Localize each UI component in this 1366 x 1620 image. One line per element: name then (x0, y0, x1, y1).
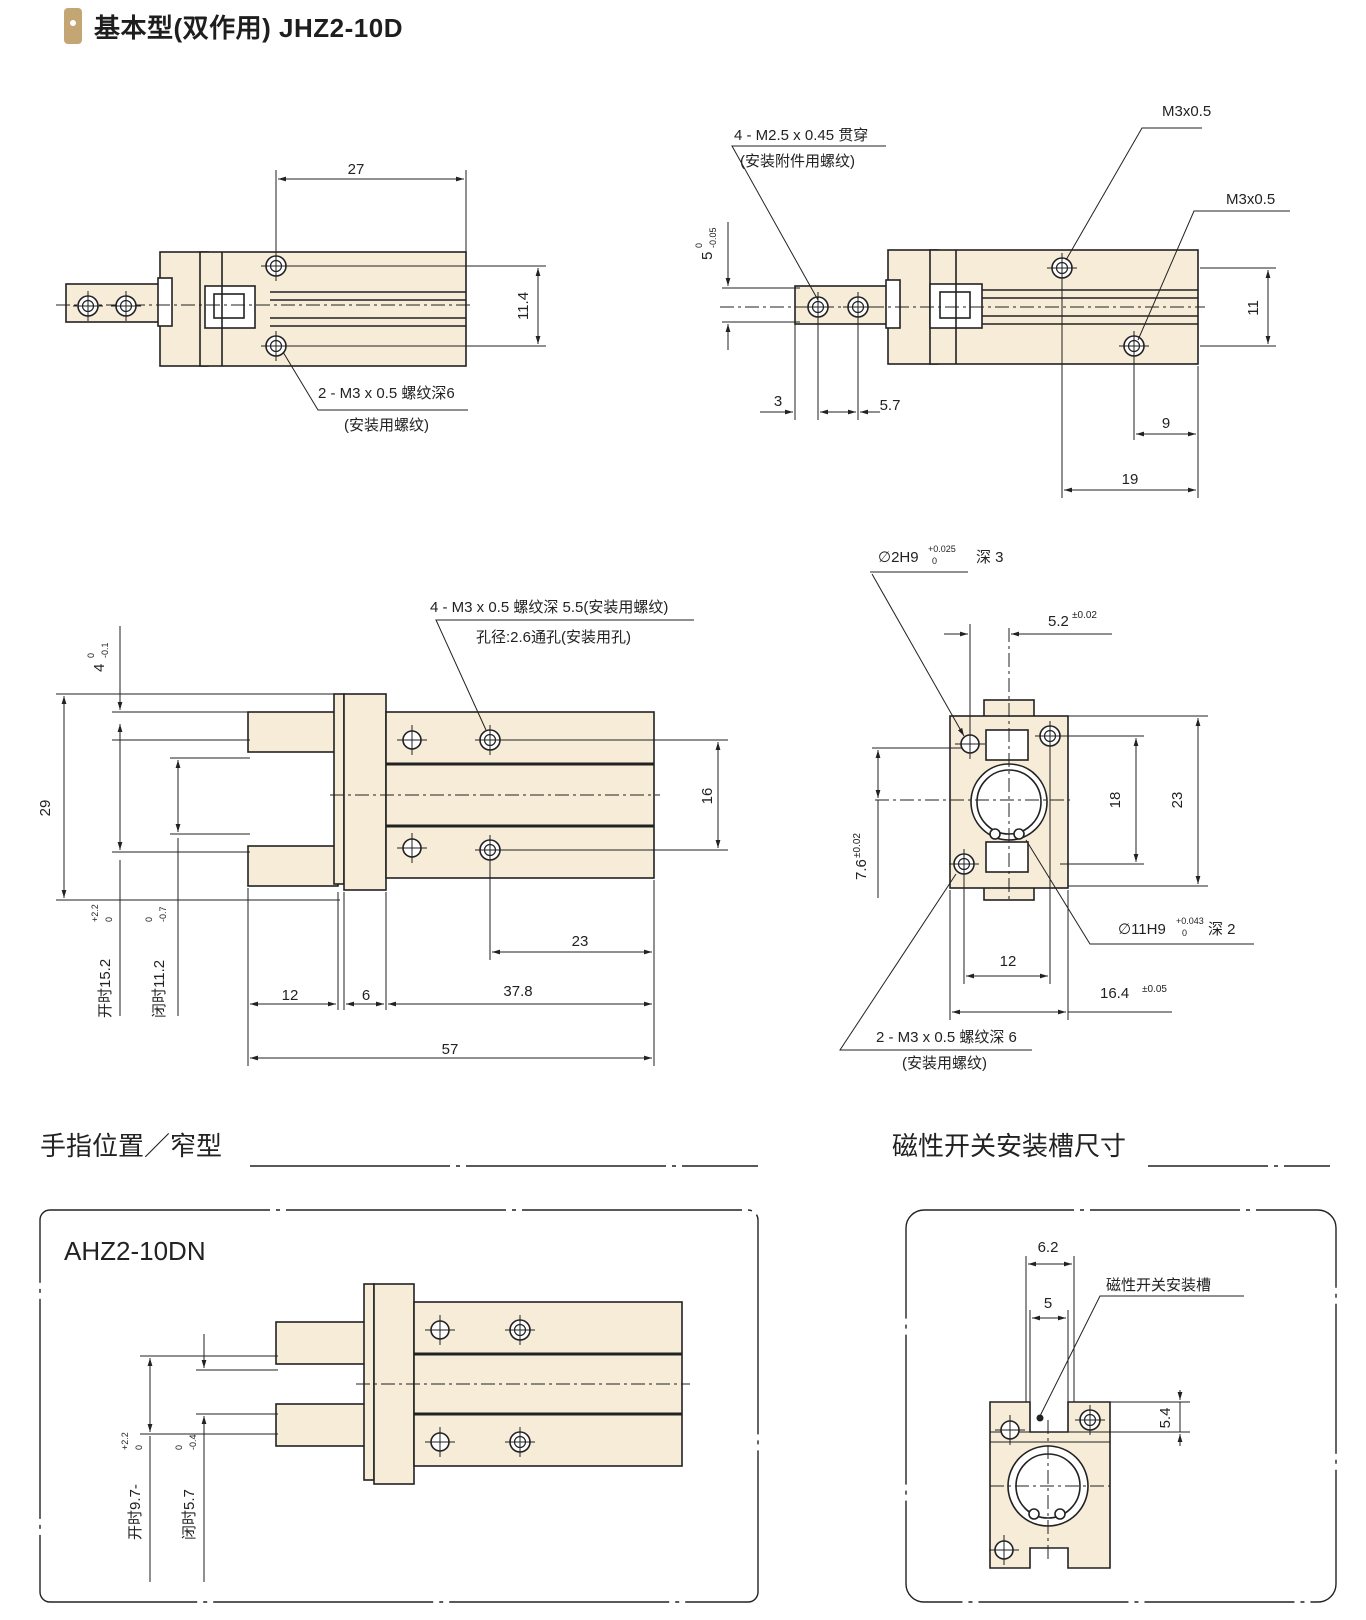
svg-text:深 2: 深 2 (1208, 921, 1236, 938)
attach-thread-note-line2: (安装附件用螺纹) (740, 153, 855, 170)
svg-text:±0.05: ±0.05 (1142, 984, 1167, 995)
page-title: 基本型(双作用) JHZ2-10D (94, 12, 403, 43)
dim-16-4: 16.4 ±0.05 (1100, 984, 1167, 1002)
svg-text:闭时11.2: 闭时11.2 (151, 960, 168, 1018)
dim-18: 18 (1107, 792, 1124, 809)
dim-11-4: 11.4 (515, 292, 532, 320)
svg-text:-0.4: -0.4 (188, 1434, 198, 1450)
m3-label-a: M3x0.5 (1162, 103, 1211, 120)
dim-57: 57 (442, 1041, 459, 1058)
open-stroke-label: 开时15.2 +2.2 0 (90, 904, 114, 1018)
svg-text:7.6: 7.6 (853, 859, 870, 880)
slot-dim-5: 5 (1044, 1295, 1052, 1312)
svg-text:-0.1: -0.1 (100, 642, 110, 658)
section-header: 基本型(双作用) JHZ2-10D (64, 6, 403, 46)
finger-closed-label: 闭时5.7 0 -0.4 (174, 1434, 198, 1540)
spring-stack (157, 277, 173, 327)
dim-5-2: 5.2 ±0.02 (1048, 610, 1097, 630)
svg-text:0: 0 (104, 917, 114, 922)
piston-block (204, 285, 256, 329)
dim-4-tol: 4 0 -0.1 (86, 642, 110, 672)
svg-text:16.4: 16.4 (1100, 985, 1129, 1002)
svg-text:±0.02: ±0.02 (1072, 610, 1097, 621)
svg-text:5.2: 5.2 (1048, 613, 1069, 630)
mount-note-line1: 4 - M3 x 0.5 螺纹深 5.5(安装用螺纹) (430, 599, 668, 616)
switch-slot-label: 磁性开关安装槽 (1106, 1277, 1211, 1294)
svg-text:+0.043: +0.043 (1176, 916, 1204, 926)
dim-12-side: 12 (1000, 953, 1017, 970)
svg-text:+2.2: +2.2 (120, 1432, 130, 1450)
dim-11: 11 (1245, 300, 1262, 316)
m3-label-b: M3x0.5 (1226, 191, 1275, 208)
svg-text:0: 0 (694, 243, 704, 248)
slot-dim-5-4: 5.4 (1157, 1408, 1174, 1429)
svg-text:0: 0 (174, 1445, 184, 1450)
thread-note-line1: 2 - M3 x 0.5 螺纹深6 (318, 385, 455, 402)
top-right-view (720, 249, 1205, 365)
middle-right-dims (839, 571, 1254, 1051)
svg-text:+0.025: +0.025 (928, 544, 956, 554)
top-right-dims (722, 127, 1290, 498)
svg-text:5: 5 (699, 252, 716, 260)
finger-open-label: 开时9.7- +2.2 0 (120, 1432, 144, 1540)
dim-27: 27 (348, 161, 365, 178)
dim-6: 6 (362, 987, 370, 1004)
dim-23-side: 23 (1169, 792, 1186, 809)
svg-text:深 3: 深 3 (976, 549, 1004, 566)
svg-text:-0.7: -0.7 (158, 906, 168, 922)
svg-text:0: 0 (1182, 928, 1187, 938)
middle-left-view (247, 693, 660, 891)
dim-37-8: 37.8 (503, 983, 532, 1000)
dim-3: 3 (774, 393, 782, 410)
dim-23: 23 (572, 933, 589, 950)
side-thread-note-line2: (安装用螺纹) (902, 1055, 987, 1072)
svg-text:闭时5.7: 闭时5.7 (181, 1489, 198, 1540)
svg-text:+2.2: +2.2 (90, 904, 100, 922)
dim-12: 12 (282, 987, 299, 1004)
svg-text:∅2H9: ∅2H9 (878, 549, 919, 566)
mount-note-line2: 孔径:2.6通孔(安装用孔) (476, 629, 631, 646)
svg-text:±0.02: ±0.02 (852, 833, 863, 858)
switch-section-title: 磁性开关安装槽尺寸 (892, 1131, 1127, 1161)
dim-5-tol: 5 0 -0.05 (694, 227, 718, 260)
header-marker-icon (64, 8, 82, 44)
svg-text:开时15.2: 开时15.2 (97, 959, 114, 1018)
slot-dim-6-2: 6.2 (1038, 1239, 1059, 1256)
svg-text:4: 4 (91, 664, 108, 672)
svg-text:0: 0 (932, 556, 937, 566)
dim-7-6: 7.6 ±0.02 (852, 833, 870, 880)
middle-left-dims (56, 619, 728, 1066)
svg-text:0: 0 (86, 653, 96, 658)
dim-16: 16 (699, 788, 716, 805)
finger-section-title: 手指位置／窄型 (40, 1131, 223, 1161)
svg-text:-0.05: -0.05 (708, 227, 718, 248)
svg-text:0: 0 (144, 917, 154, 922)
svg-text:∅11H9: ∅11H9 (1118, 921, 1166, 938)
thread-note-line2: (安装用螺纹) (344, 417, 429, 434)
attach-thread-note-line1: 4 - M2.5 x 0.45 贯穿 (734, 127, 868, 144)
closed-stroke-label: 闭时11.2 0 -0.7 (144, 906, 168, 1018)
svg-text:0: 0 (134, 1445, 144, 1450)
pin-hole-note: ∅2H9 +0.025 0 深 3 (878, 544, 1004, 566)
switch-panel (905, 1209, 1337, 1603)
side-thread-note-line1: 2 - M3 x 0.5 螺纹深 6 (876, 1029, 1017, 1046)
top-left-dims (275, 170, 546, 411)
dim-29: 29 (37, 800, 54, 817)
finger-panel (39, 1209, 759, 1603)
dim-19: 19 (1122, 471, 1139, 488)
bore-note: ∅11H9 +0.043 0 深 2 (1118, 916, 1236, 938)
svg-text:开时9.7-: 开时9.7- (127, 1484, 144, 1540)
dim-9: 9 (1162, 415, 1170, 432)
finger-model-label: AHZ2-10DN (64, 1236, 206, 1266)
dim-5-7: 5.7 (880, 397, 901, 414)
